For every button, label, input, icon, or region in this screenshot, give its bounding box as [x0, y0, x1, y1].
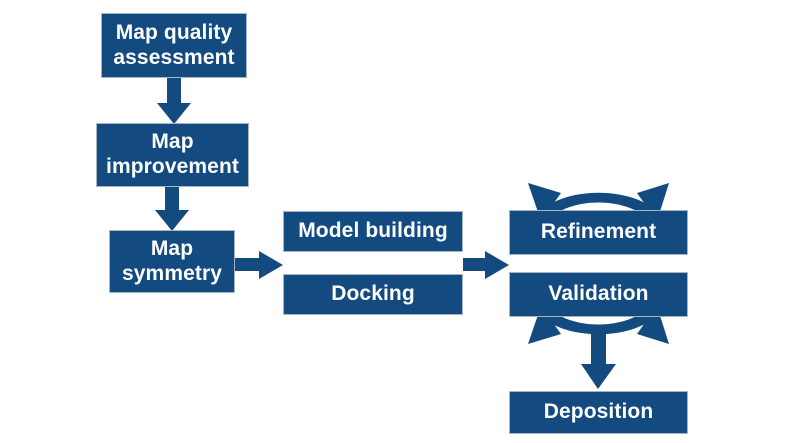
- node-label-line1: Map: [150, 236, 194, 260]
- node-deposition[interactable]: Deposition: [509, 391, 688, 434]
- cycle-arc-top: [528, 183, 669, 222]
- node-label: Deposition: [543, 400, 654, 424]
- node-label: Validation: [548, 282, 649, 306]
- node-label: Map symmetry: [110, 237, 234, 287]
- arrow-cycle-to-deposition: [581, 327, 616, 389]
- node-label: Map improvement: [94, 130, 251, 180]
- cycle-arc-bottom: [528, 305, 669, 344]
- node-label-line1: Map: [151, 130, 194, 154]
- arrow-improvement-to-symmetry: [155, 187, 189, 231]
- node-map-symmetry[interactable]: Map symmetry: [109, 230, 235, 293]
- node-validation[interactable]: Validation: [509, 272, 688, 317]
- node-label: Model building: [298, 219, 448, 243]
- arrow-quality-to-improvement: [157, 78, 191, 124]
- node-refinement[interactable]: Refinement: [509, 210, 688, 255]
- arrow-building-to-refinement: [463, 251, 509, 279]
- node-label-line2: symmetry: [121, 261, 223, 285]
- node-label-line1: Map quality: [115, 20, 233, 44]
- node-model-building[interactable]: Model building: [283, 211, 463, 252]
- node-label: Docking: [331, 282, 415, 306]
- node-map-improvement[interactable]: Map improvement: [96, 123, 249, 187]
- node-label: Map quality assessment: [101, 21, 246, 71]
- node-label-line2: assessment: [113, 45, 235, 69]
- node-label-line2: improvement: [106, 155, 239, 178]
- node-docking[interactable]: Docking: [283, 274, 463, 315]
- arrow-symmetry-to-building: [235, 251, 283, 279]
- node-label: Refinement: [540, 220, 657, 244]
- node-map-quality-assessment[interactable]: Map quality assessment: [101, 13, 247, 78]
